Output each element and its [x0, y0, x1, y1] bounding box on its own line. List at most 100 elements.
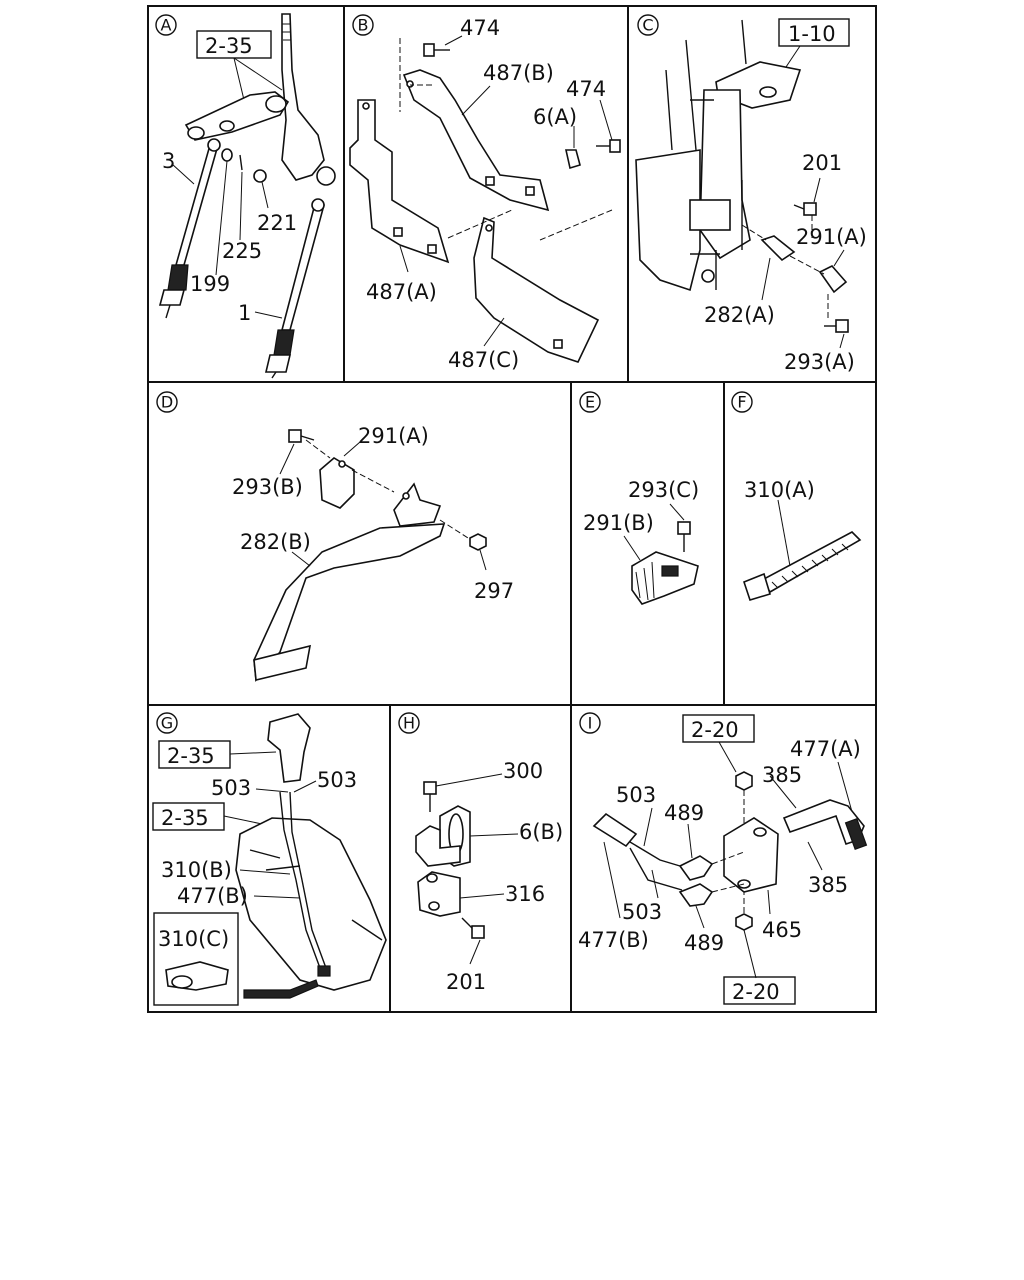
part-label-477-b: 477(B)	[177, 884, 248, 908]
bolt-201-h	[461, 917, 485, 939]
elbow-489-bottom	[678, 883, 714, 907]
part-label-385: 385	[762, 763, 802, 787]
shift-lever-drawing	[184, 13, 336, 186]
part-label-297: 297	[474, 579, 514, 603]
clip-291a	[319, 457, 355, 509]
part-label-2-35: 2-35	[205, 34, 253, 58]
panel-frame-grid	[147, 5, 877, 1013]
panel-e: E 293(C) 291(B)	[579, 391, 699, 605]
elbow-489-top	[678, 855, 714, 881]
cable-477b	[592, 812, 683, 891]
panel-c: C 1-10 201 291(A) 282(A)	[635, 14, 867, 374]
panel-letter-a: A	[155, 14, 177, 36]
part-label-477-a: 477(A)	[790, 737, 861, 761]
bolt-293a	[824, 319, 849, 333]
part-label-300: 300	[503, 759, 543, 783]
part-label-487-b: 487(B)	[483, 61, 554, 85]
part-label-e: E	[585, 393, 595, 412]
bracket-487a-drawing	[349, 99, 450, 264]
cable-3-drawing	[158, 138, 221, 319]
part-label-316: 316	[505, 882, 545, 906]
part-label-221: 221	[257, 211, 297, 235]
bracket-487c-drawing	[473, 216, 600, 363]
part-label-225: 225	[222, 239, 262, 263]
cable-477a	[782, 799, 868, 850]
part-label-201: 201	[446, 970, 486, 994]
inset-310c: 310(C)	[153, 912, 239, 1006]
part-label-1-10: 1-10	[788, 22, 836, 46]
part-label-474: 474	[460, 16, 500, 40]
part-label-489: 489	[684, 931, 724, 955]
part-label-477-b: 477(B)	[578, 928, 649, 952]
part-label-310-c: 310(C)	[158, 927, 229, 951]
clip-291b	[631, 551, 699, 605]
panel-h: H 300 6(B) 316 201	[398, 712, 563, 994]
part-label-h: H	[403, 714, 415, 733]
part-label-503: 503	[211, 776, 251, 800]
bolt-201	[793, 202, 817, 216]
part-label-2-20: 2-20	[732, 980, 780, 1004]
part-label-201: 201	[802, 151, 842, 175]
bracket-282b-drawing	[253, 482, 446, 682]
part-label-6-a: 6(A)	[533, 105, 577, 129]
panel-letter-h: H	[398, 712, 420, 734]
part-label-310-a: 310(A)	[744, 478, 815, 502]
part-label-1: 1	[238, 301, 251, 325]
part-label-310-b: 310(B)	[161, 858, 232, 882]
panel-f: F 310(A)	[731, 391, 862, 601]
panel-letter-b: B	[352, 14, 374, 36]
part-label-6-b: 6(B)	[519, 820, 563, 844]
panel-letter-i: I	[579, 712, 601, 734]
ref-box-1-10: 1-10	[778, 18, 850, 47]
part-label-g: G	[161, 714, 173, 733]
panel-g: G 2-35 503 503 2-35 310(B) 477(B)	[152, 712, 387, 1006]
part-label-291-a: 291(A)	[358, 424, 429, 448]
frame-assembly-drawing	[635, 19, 802, 292]
part-label-503: 503	[622, 900, 662, 924]
panel-i: I 2-20 477(A) 385 465 385	[578, 712, 868, 1005]
part-label-293-a: 293(A)	[784, 350, 855, 374]
part-label-282-b: 282(B)	[240, 530, 311, 554]
panel-letter-e: E	[579, 391, 601, 413]
panel-letter-d: D	[156, 391, 178, 413]
part-label-291-b: 291(B)	[583, 511, 654, 535]
part-label-465: 465	[762, 918, 802, 942]
bolt-top-i	[735, 771, 753, 914]
cable-tie-310a	[743, 531, 862, 601]
part-label-487-c: 487(C)	[448, 348, 519, 372]
part-label-f: F	[737, 393, 746, 412]
part-label-2-20: 2-20	[691, 718, 739, 742]
bolt-300	[423, 781, 437, 812]
part-label-293-b: 293(B)	[232, 475, 303, 499]
ref-box-2-20-bottom: 2-20	[723, 976, 796, 1005]
ref-box-2-35-top: 2-35	[158, 740, 231, 769]
ref-box-2-20-top: 2-20	[682, 714, 755, 743]
part-label-487-a: 487(A)	[366, 280, 437, 304]
bracket-465	[723, 817, 779, 893]
bolt-293c	[677, 521, 691, 552]
bolt-474-right	[596, 139, 621, 153]
part-label-3: 3	[162, 149, 175, 173]
part-label-503: 503	[616, 783, 656, 807]
bracket-316	[415, 825, 461, 917]
panel-b: B 474 487(B)	[349, 14, 621, 372]
ref-box-2-35-bottom: 2-35	[152, 802, 225, 831]
part-label-2-35: 2-35	[161, 806, 209, 830]
shift-knob-drawing	[267, 713, 311, 783]
part-label-c: C	[642, 16, 653, 35]
panel-d: D 291(A) 293(B) 282(B) 297	[156, 391, 514, 682]
panel-letter-f: F	[731, 391, 753, 413]
part-label-2-35: 2-35	[167, 744, 215, 768]
ref-box-2-35: 2-35	[196, 30, 272, 59]
bolt-293b	[288, 429, 315, 443]
bracket-487b-drawing	[402, 69, 550, 212]
part-label-282-a: 282(A)	[704, 303, 775, 327]
part-label-199: 199	[190, 272, 230, 296]
panel-letter-c: C	[637, 14, 659, 36]
bolt-474-top	[423, 43, 450, 57]
panel-letter-g: G	[156, 712, 178, 734]
panel-a: A 2-35 3 199	[155, 13, 336, 379]
part-label-i: I	[588, 714, 593, 733]
part-label-291-a: 291(A)	[796, 225, 867, 249]
